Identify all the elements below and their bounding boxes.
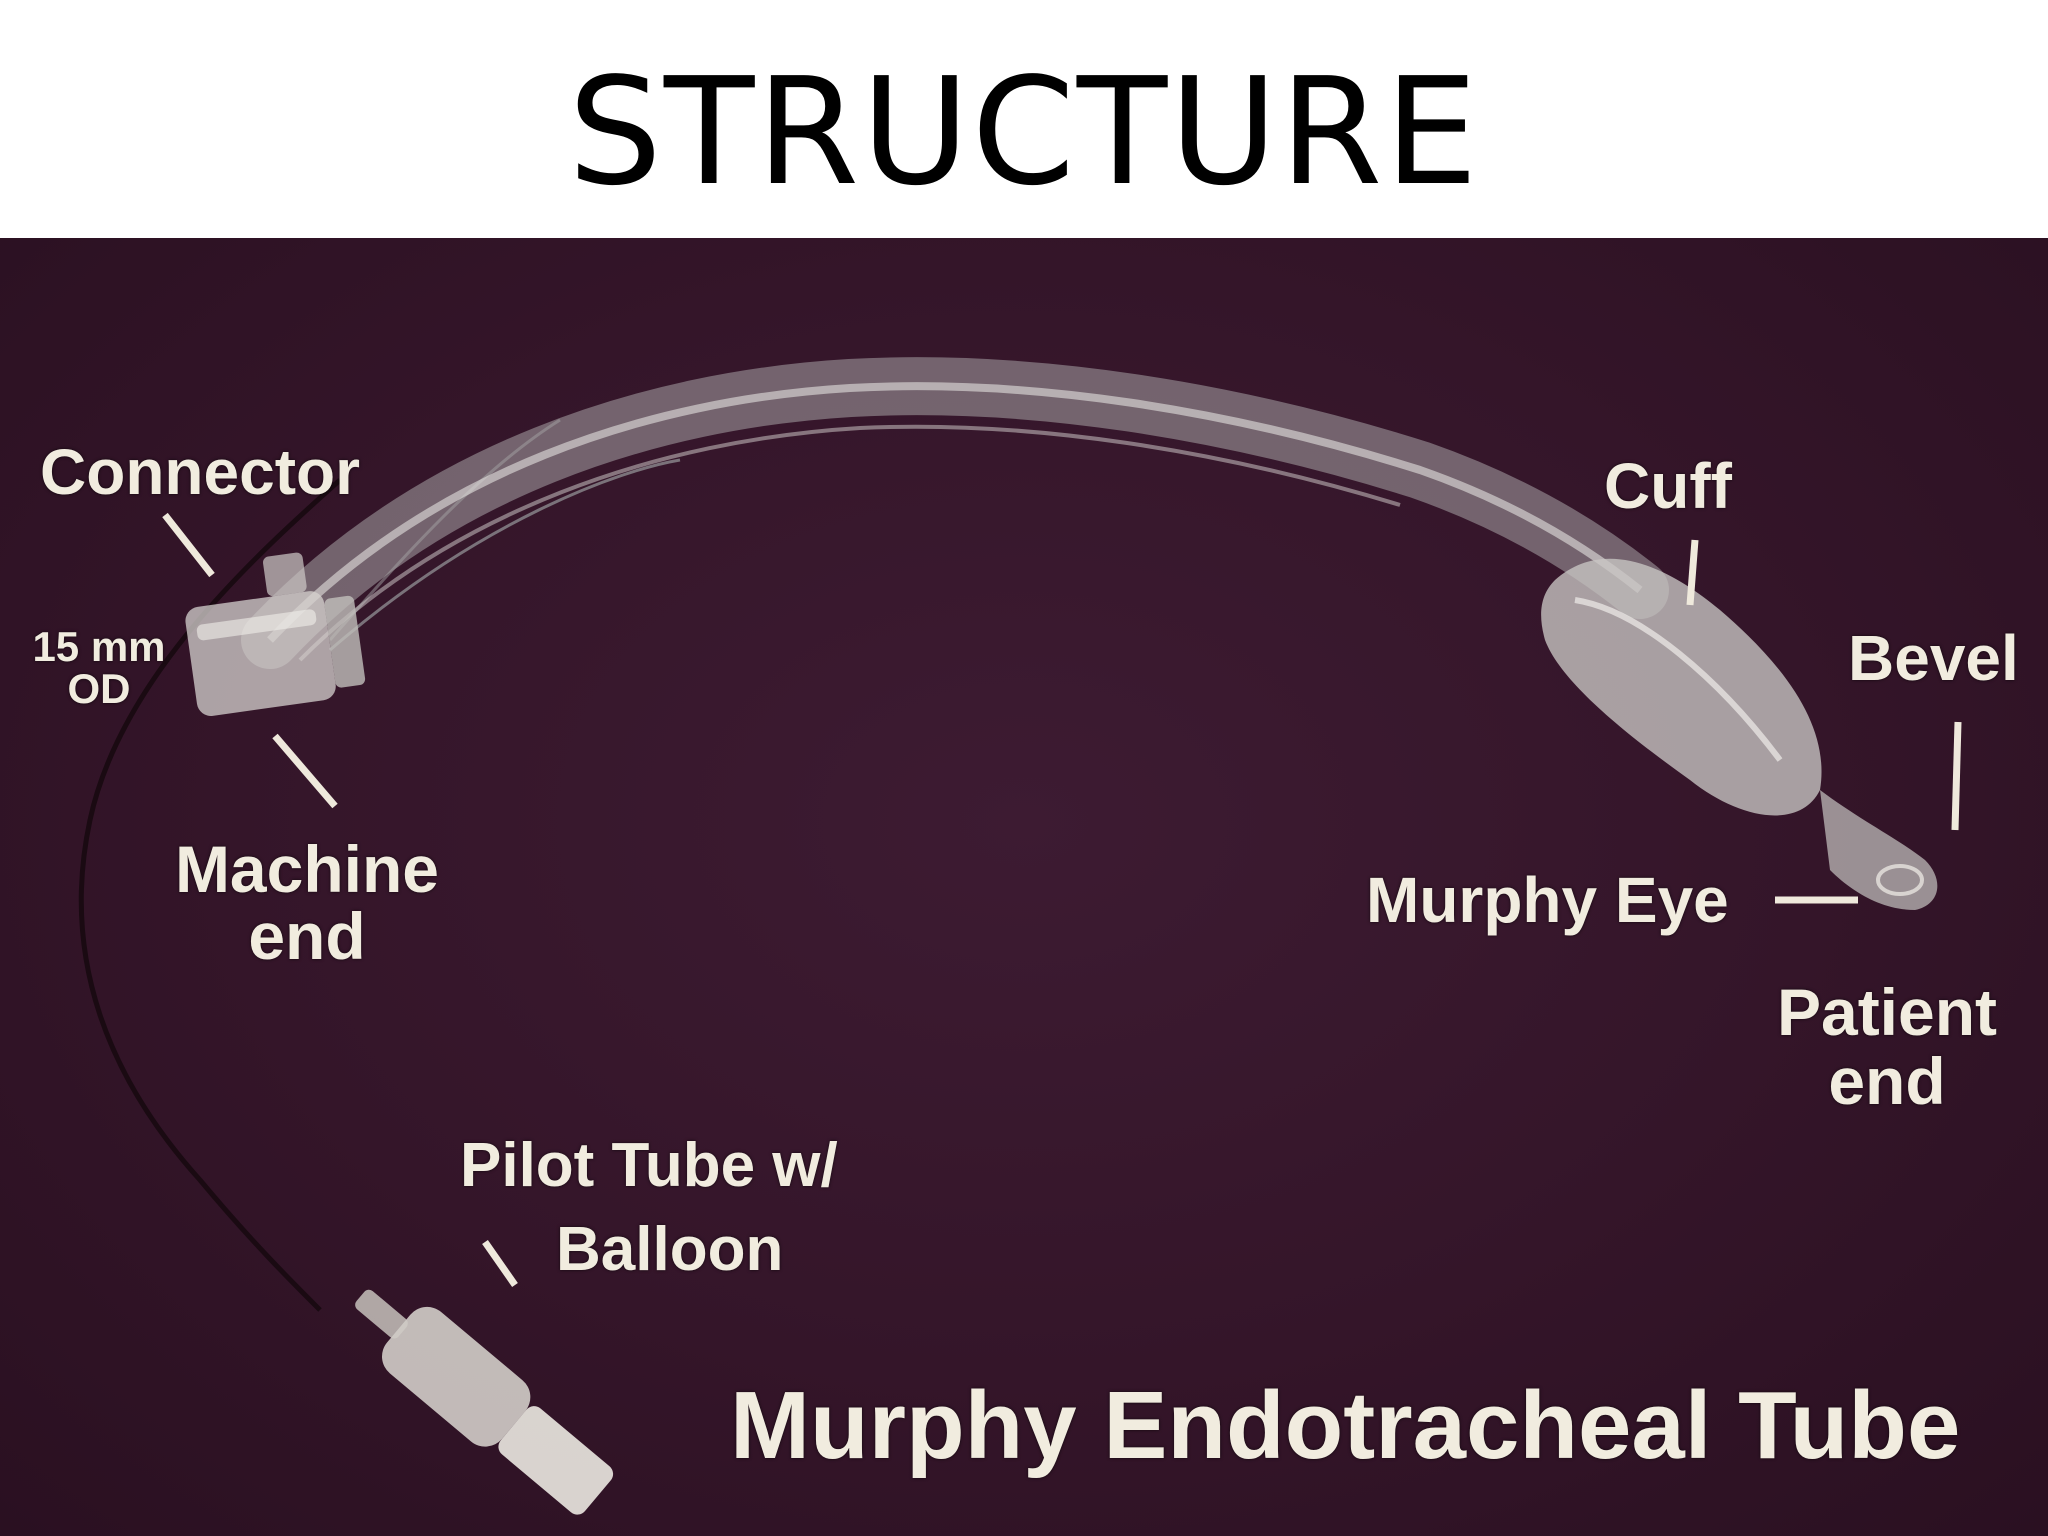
tube-photo: Connector 15 mm OD Machine end Cuff Beve…: [0, 238, 2048, 1536]
label-murphy-eye: Murphy Eye: [1366, 864, 1729, 936]
cuff-shape: [1541, 558, 1822, 816]
tube-body: [241, 357, 1669, 669]
connector-shape: [185, 552, 366, 716]
label-connector: Connector: [40, 436, 360, 508]
slide-title: STRUCTURE: [568, 46, 1480, 218]
label-pilot-tube: Pilot Tube w/: [460, 1131, 838, 1200]
label-patient: Patient: [1776, 975, 1998, 1049]
pilot-balloon-shape: [355, 1289, 614, 1515]
label-bevel: Bevel: [1848, 622, 2019, 694]
label-balloon: Balloon: [556, 1215, 784, 1284]
tube-illustration: [78, 357, 1962, 1515]
label-machine-end: Machine end: [162, 832, 452, 974]
label-machine: Machine: [174, 832, 440, 906]
label-machine-end-word: end: [248, 899, 366, 974]
tube-tip: [1820, 790, 1938, 910]
label-cuff: Cuff: [1604, 450, 1732, 522]
label-15mm-od: 15 mm OD: [14, 626, 184, 710]
figure-caption: Murphy Endotracheal Tube: [730, 1372, 1961, 1479]
label-patient-end-word: end: [1828, 1044, 1946, 1119]
label-patient-end: Patient end: [1752, 975, 2022, 1119]
pointer-lines: [162, 512, 1962, 1288]
label-od: OD: [67, 665, 131, 712]
label-15mm: 15 mm: [32, 623, 166, 670]
